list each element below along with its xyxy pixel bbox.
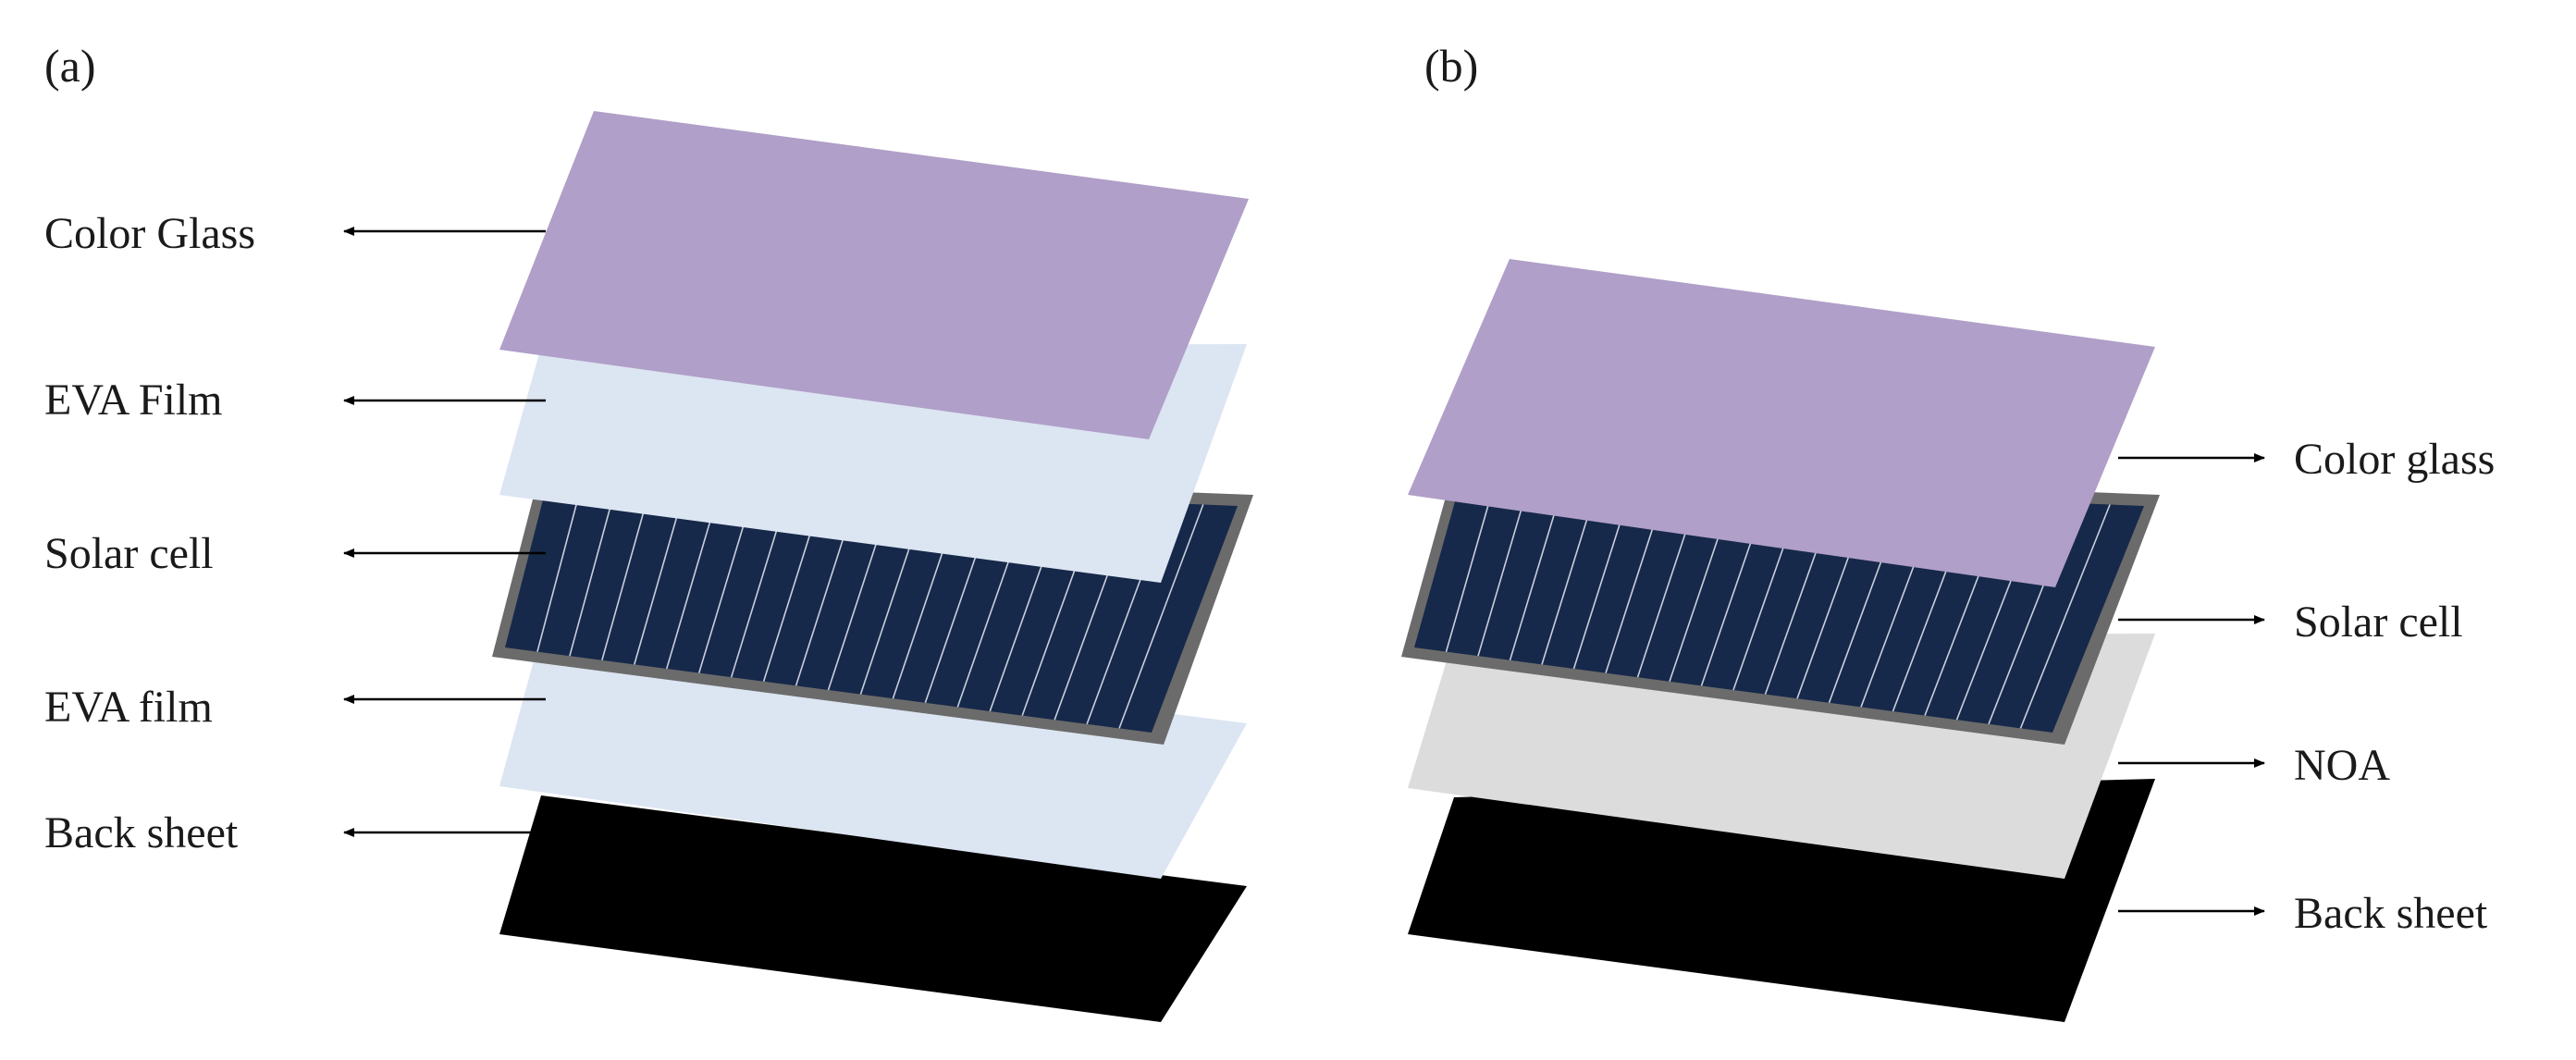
panel-a-label-back-sheet: Back sheet — [44, 808, 239, 857]
panel-a: (a) Color Glass EVA Film Solar cell EVA … — [44, 40, 1253, 1022]
panel-a-color-glass-layer — [499, 111, 1249, 439]
panel-b-cell-line — [2019, 504, 2111, 729]
panel-a-cell-line — [1118, 504, 1204, 729]
panel-b-color-glass-layer — [1408, 259, 2155, 587]
panel-a-label-color-glass: Color Glass — [44, 209, 255, 258]
panel-a-cell-line — [569, 480, 619, 657]
panel-b: (b) Color glass Solar cell NOA Back shee… — [1401, 40, 2495, 1022]
panel-b-label-color-glass: Color glass — [2294, 435, 2495, 484]
panel-a-label-solar-cell: Solar cell — [44, 529, 214, 578]
panel-b-label-solar-cell: Solar cell — [2294, 598, 2463, 647]
panel-a-back-sheet-layer — [499, 795, 1247, 1022]
panel-a-label-eva-film-top: EVA Film — [44, 376, 223, 425]
panel-a-label: (a) — [44, 40, 96, 92]
panel-b-label: (b) — [1424, 40, 1478, 92]
panel-b-cell-line — [1445, 479, 1497, 652]
panel-a-label-eva-film-bottom: EVA film — [44, 683, 213, 732]
panel-a-cell-line — [536, 479, 585, 652]
panel-b-label-back-sheet: Back sheet — [2294, 889, 2488, 938]
panel-b-label-noa: NOA — [2294, 741, 2390, 790]
panel-a-eva-film-bottom-layer — [499, 634, 1247, 879]
